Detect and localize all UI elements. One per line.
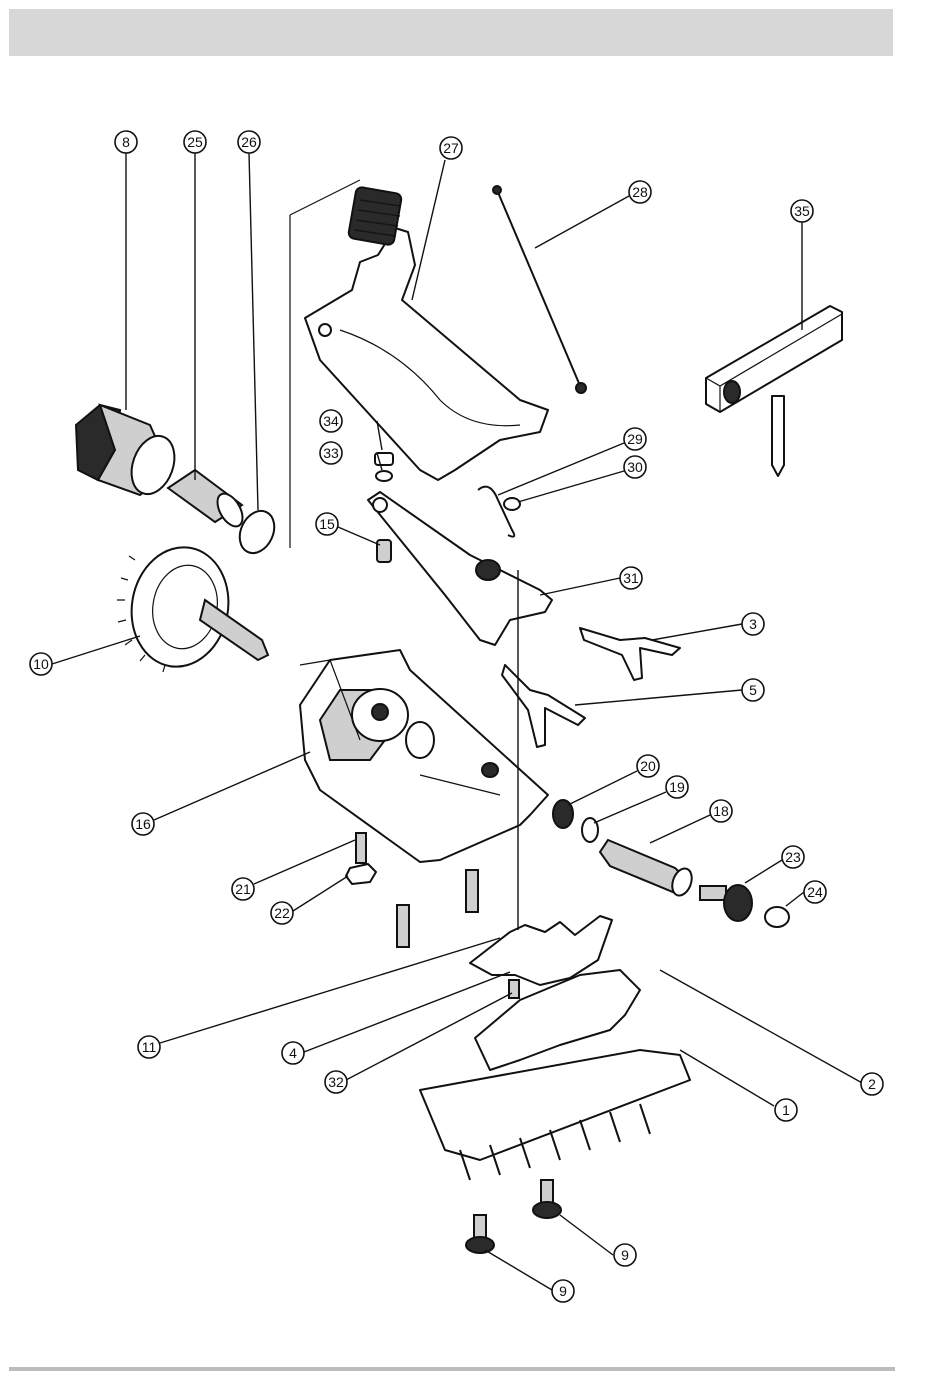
callout-16: 16: [132, 813, 154, 835]
callout-18: 18: [710, 800, 732, 822]
callout-11: 11: [138, 1036, 160, 1058]
callout-23: 23: [782, 846, 804, 868]
part-21-spring: [356, 833, 366, 863]
part-29-clip: [478, 487, 514, 537]
part-9-screw-right: [533, 1180, 561, 1218]
callout-9-left-label: 9: [559, 1283, 567, 1299]
part-15-bolt: [377, 540, 391, 562]
callout-22-label: 22: [274, 905, 290, 921]
part-33-washer: [376, 471, 392, 481]
part-35-t-key: [706, 306, 842, 476]
part-30-nut: [504, 498, 520, 510]
callout-10-label: 10: [33, 656, 49, 672]
callout-31: 31: [620, 567, 642, 589]
part-5-fork: [502, 665, 585, 747]
callout-30-label: 30: [627, 459, 643, 475]
callout-4-label: 4: [289, 1045, 297, 1061]
part-25-bushing: [168, 470, 248, 531]
callout-28: 28: [629, 181, 651, 203]
callout-33: 33: [320, 442, 342, 464]
callout-23-label: 23: [785, 849, 801, 865]
callout-8-label: 8: [122, 134, 130, 150]
callout-34: 34: [320, 410, 342, 432]
callout-11-label: 11: [142, 1039, 157, 1055]
footer-divider: [9, 1367, 895, 1371]
callout-15: 15: [316, 513, 338, 535]
callout-35-label: 35: [794, 203, 810, 219]
callout-33-label: 33: [323, 445, 339, 461]
callout-31-label: 31: [623, 570, 639, 586]
callout-1-label: 1: [782, 1102, 790, 1118]
callout-20: 20: [637, 755, 659, 777]
callout-3-label: 3: [749, 616, 757, 632]
callout-9-right-label: 9: [621, 1247, 629, 1263]
callout-30: 30: [624, 456, 646, 478]
callout-9-left: 9: [552, 1280, 574, 1302]
callout-10: 10: [30, 653, 52, 675]
part-22-nut: [346, 864, 376, 884]
callout-27: 27: [440, 137, 462, 159]
callout-20-label: 20: [640, 758, 656, 774]
callout-3: 3: [742, 613, 764, 635]
callout-21: 21: [232, 878, 254, 900]
callout-5: 5: [742, 679, 764, 701]
callout-28-label: 28: [632, 184, 648, 200]
callout-5-label: 5: [749, 682, 757, 698]
part-1-comb: [420, 1050, 690, 1180]
callout-27-label: 27: [443, 140, 459, 156]
part-11-bolt: [397, 905, 409, 947]
callout-24-label: 24: [807, 884, 823, 900]
callout-18-label: 18: [713, 803, 729, 819]
part-28-rod: [493, 186, 586, 393]
callout-2: 2: [861, 1073, 883, 1095]
callout-24: 24: [804, 881, 826, 903]
callout-32: 32: [325, 1071, 347, 1093]
callout-22: 22: [271, 902, 293, 924]
part-3-fork: [580, 628, 680, 680]
part-23-screw: [700, 885, 752, 921]
part-27-housing: [290, 180, 548, 548]
callout-32-label: 32: [328, 1074, 344, 1090]
callout-15-label: 15: [319, 516, 335, 532]
callout-26-label: 26: [241, 134, 257, 150]
callout-26: 26: [238, 131, 260, 153]
callout-8: 8: [115, 131, 137, 153]
part-frame-bolt: [466, 870, 478, 912]
part-24-nut: [765, 907, 789, 927]
part-8-sleeve: [76, 405, 182, 500]
callout-1: 1: [775, 1099, 797, 1121]
callout-16-label: 16: [135, 816, 151, 832]
callout-4: 4: [282, 1042, 304, 1064]
callout-29: 29: [624, 428, 646, 450]
part-32-screw: [509, 980, 519, 998]
part-10-gear-shaft: [117, 540, 268, 675]
part-9-screw-left: [466, 1215, 494, 1253]
callout-19-label: 19: [669, 779, 685, 795]
callout-35: 35: [791, 200, 813, 222]
callout-2-label: 2: [868, 1076, 876, 1092]
callout-25-label: 25: [187, 134, 203, 150]
callout-25: 25: [184, 131, 206, 153]
part-31-lever: [368, 492, 552, 645]
part-18-tube: [600, 840, 695, 898]
callout-19: 19: [666, 776, 688, 798]
callout-29-label: 29: [627, 431, 643, 447]
callout-21-label: 21: [235, 881, 251, 897]
callout-34-label: 34: [323, 413, 339, 429]
callout-9-right: 9: [614, 1244, 636, 1266]
